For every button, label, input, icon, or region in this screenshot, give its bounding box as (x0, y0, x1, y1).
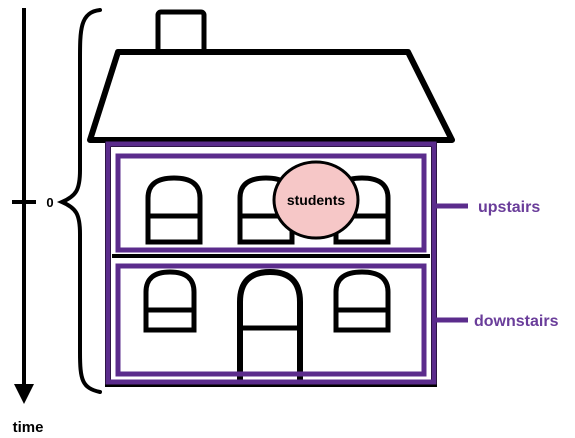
down-arrow-icon (14, 384, 34, 404)
time-label: time (13, 419, 44, 436)
window (148, 178, 200, 242)
upstairs-label: upstairs (478, 199, 540, 216)
students-bubble: students (274, 162, 358, 238)
time-axis: 0 time (12, 8, 54, 436)
window (336, 272, 388, 330)
time-zero-label: 0 (46, 195, 53, 210)
curly-brace-icon (62, 10, 100, 392)
students-label: students (287, 192, 346, 208)
door (240, 272, 300, 382)
roof (90, 52, 452, 140)
downstairs-label: downstairs (474, 313, 559, 330)
house-icon (90, 12, 452, 384)
window (146, 272, 194, 330)
